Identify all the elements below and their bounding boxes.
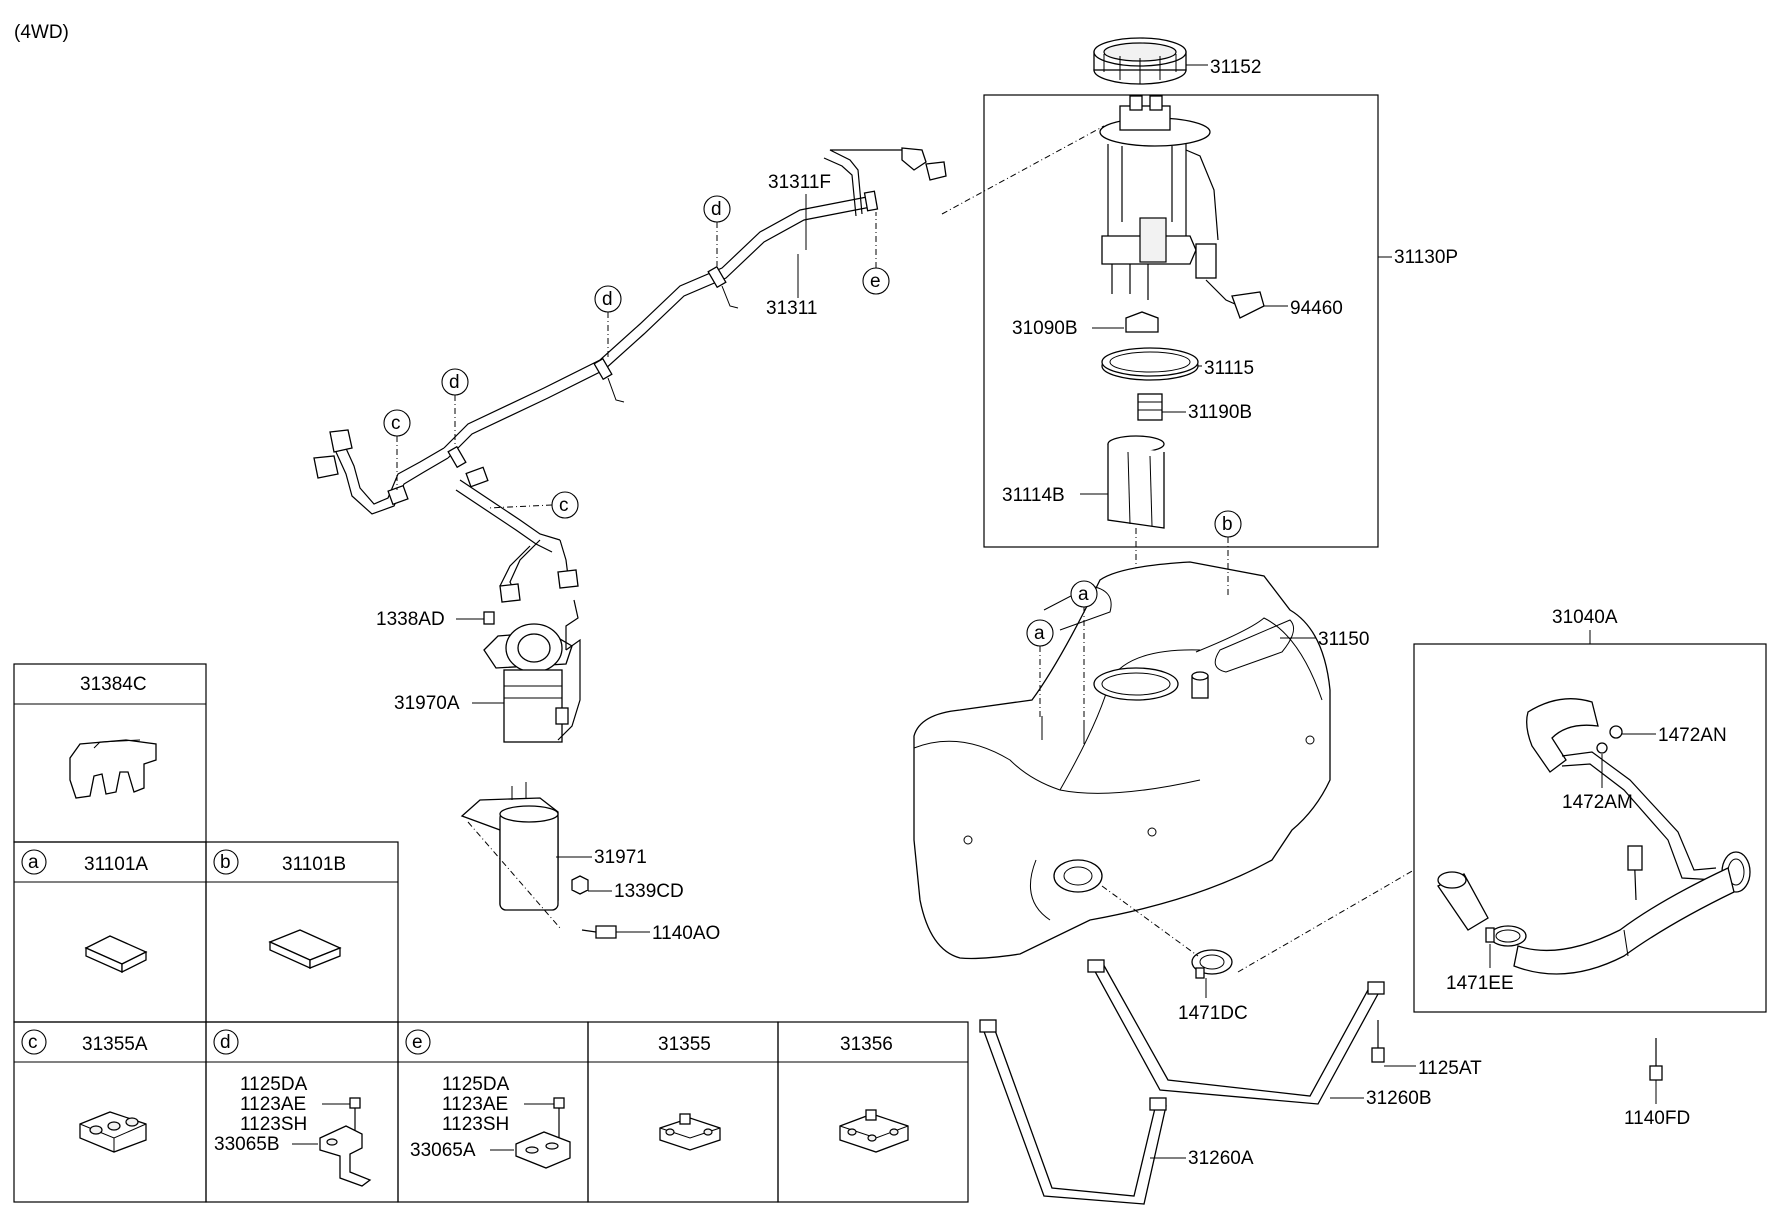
svg-text:d: d: [602, 289, 613, 310]
legend-31101A-label: 31101A: [84, 854, 148, 875]
legend-31101B-label: 31101B: [282, 854, 346, 875]
pad-31101B-icon: [268, 929, 342, 970]
clip-31356-icon: [839, 1109, 909, 1153]
svg-text:e: e: [412, 1032, 423, 1053]
label-31311F: 31311F: [768, 172, 831, 193]
legend-table: [13, 663, 969, 1203]
label-31190B: 31190B: [1188, 402, 1252, 423]
strap-31260A: [979, 1019, 1167, 1205]
part-31114B: [1107, 435, 1165, 529]
label-1472AM: 1472AM: [1562, 792, 1633, 813]
label-31260B: 31260B: [1366, 1088, 1432, 1109]
filler-neck-assembly: [1437, 698, 1751, 975]
svg-text:d: d: [220, 1032, 231, 1053]
label-31311: 31311: [766, 298, 817, 319]
legend-d-33065B: 33065B: [214, 1134, 280, 1155]
label-1471EE: 1471EE: [1446, 973, 1514, 994]
legend-d-1123AE: 1123AE: [240, 1094, 306, 1115]
fuel-line-assembly: [313, 147, 947, 603]
svg-text:d: d: [711, 199, 722, 220]
fuel-pump-module: [1099, 95, 1265, 319]
label-1140FD: 1140FD: [1624, 1108, 1690, 1129]
label-1140AO: 1140AO: [652, 923, 720, 944]
bracket-33065A-icon: [490, 1097, 571, 1169]
svg-text:a: a: [1078, 584, 1089, 605]
rail-marker-c-2: c: [487, 491, 579, 519]
gasket-31115: [1101, 347, 1199, 381]
svg-text:a: a: [1034, 623, 1045, 644]
legend-d-1123SH: 1123SH: [240, 1114, 307, 1135]
label-31090B: 31090B: [1012, 318, 1078, 339]
part-31190B: [1137, 393, 1163, 421]
label-1338AD: 1338AD: [376, 609, 445, 630]
label-31040A: 31040A: [1552, 607, 1618, 628]
label-94460: 94460: [1290, 298, 1343, 319]
variant-label: (4WD): [14, 22, 69, 43]
label-31970A: 31970A: [394, 693, 460, 714]
legend-d-1125DA: 1125DA: [240, 1074, 308, 1095]
strap-31260B: [1087, 959, 1385, 1105]
svg-text:b: b: [220, 852, 231, 873]
tank-marker-a-2: a: [1070, 580, 1098, 722]
bolt-1125AT: [1371, 1020, 1385, 1063]
clip-31355A-icon: [79, 1111, 147, 1153]
legend-e-33065A: 33065A: [410, 1140, 476, 1161]
rail-marker-e: e: [862, 212, 890, 295]
label-31152: 31152: [1210, 57, 1261, 78]
lock-ring-31152: [1093, 37, 1187, 85]
bolt-1140AO: [581, 925, 617, 939]
legend-31384C-label: 31384C: [80, 674, 147, 695]
legend-31356-label: 31356: [840, 1034, 893, 1055]
rail-marker-d-3: d: [441, 368, 469, 446]
clip-31384C-icon: [69, 739, 157, 799]
legend-key-e: e: [405, 1029, 431, 1055]
label-31115: 31115: [1204, 358, 1254, 379]
legend-e-1123AE: 1123AE: [442, 1094, 508, 1115]
filler-neck-box: [1413, 643, 1767, 1013]
svg-text:c: c: [559, 495, 569, 516]
label-1125AT: 1125AT: [1418, 1058, 1482, 1079]
label-31130P: 31130P: [1394, 247, 1458, 268]
legend-key-a: a: [21, 849, 47, 875]
part-31090B: [1125, 311, 1159, 333]
pad-31101A-icon: [84, 935, 148, 974]
svg-text:a: a: [28, 852, 39, 873]
svg-text:d: d: [449, 372, 460, 393]
rail-marker-d-1: d: [703, 195, 731, 266]
nut-1339CD: [571, 875, 589, 895]
tank-marker-a-1: a: [1026, 619, 1054, 718]
bracket-33065B-icon: [292, 1097, 372, 1187]
legend-31355-label: 31355: [658, 1034, 711, 1055]
fuel-filter-assembly: [483, 599, 581, 743]
label-31971: 31971: [594, 847, 647, 868]
bolt-1140FD: [1649, 1038, 1663, 1081]
label-31150: 31150: [1318, 629, 1369, 650]
tank-marker-b: b: [1214, 510, 1242, 596]
label-1339CD: 1339CD: [614, 881, 684, 902]
svg-text:e: e: [870, 271, 881, 292]
label-31260A: 31260A: [1188, 1148, 1254, 1169]
clip-31355-icon: [659, 1113, 721, 1151]
svg-text:c: c: [391, 413, 401, 434]
legend-e-1123SH: 1123SH: [442, 1114, 509, 1135]
svg-text:b: b: [1222, 514, 1233, 535]
svg-text:c: c: [28, 1032, 38, 1053]
rail-marker-d-2: d: [594, 285, 622, 358]
legend-e-1125DA: 1125DA: [442, 1074, 510, 1095]
pump-module-box: [983, 94, 1379, 548]
label-1472AN: 1472AN: [1658, 725, 1727, 746]
fuel-tank-31150: [913, 561, 1331, 960]
legend-key-b: b: [213, 849, 239, 875]
label-1471DC: 1471DC: [1178, 1003, 1248, 1024]
rail-marker-c-1: c: [383, 409, 411, 490]
legend-key-c: c: [21, 1029, 47, 1055]
filter-bracket: [460, 782, 561, 929]
clamp-1471DC: [1191, 949, 1233, 979]
legend-key-d: d: [213, 1029, 239, 1055]
legend-31355A-label: 31355A: [82, 1034, 148, 1055]
label-31114B: 31114B: [1002, 485, 1065, 506]
